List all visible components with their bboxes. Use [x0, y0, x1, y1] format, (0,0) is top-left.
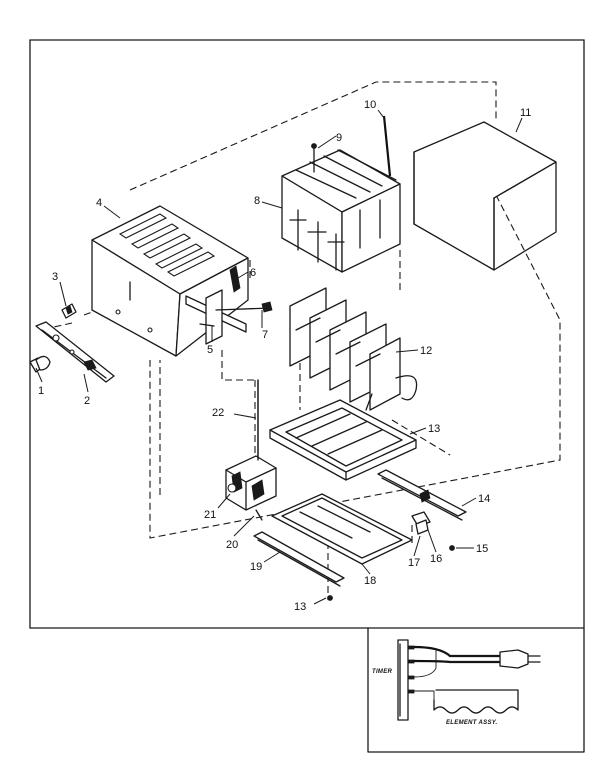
parts-5-6-7-lever-assembly — [185, 265, 273, 345]
callout-4: 4 — [96, 197, 102, 209]
callout-17: 17 — [408, 557, 420, 569]
callout-leader-lines — [35, 109, 523, 605]
part-19-bottom-rail — [253, 531, 345, 601]
callout-19: 19 — [250, 561, 262, 573]
part-2-control-plate — [35, 321, 115, 383]
wiring-inset: TIMER ELEMENT ASSY. — [367, 627, 585, 753]
part-13-base-frame — [269, 399, 417, 481]
callout-18: 18 — [364, 575, 376, 587]
callout-2: 2 — [84, 395, 90, 407]
timer-label: TIMER — [372, 669, 393, 675]
callout-1: 1 — [38, 385, 44, 397]
part-14-side-rail — [377, 469, 467, 521]
part-3-clip — [61, 303, 77, 319]
part-11-outer-wrap — [413, 121, 557, 271]
part-18-crumb-tray — [271, 493, 413, 565]
callout-8: 8 — [254, 195, 260, 207]
callout-6: 6 — [250, 267, 256, 279]
callout-5: 5 — [207, 344, 213, 356]
callout-20: 20 — [226, 539, 238, 551]
callout-16: 16 — [430, 553, 442, 565]
callout-labels: 1 2 3 4 5 6 7 8 9 10 11 12 13 14 15 16 1… — [38, 99, 531, 613]
callout-3: 3 — [52, 271, 58, 283]
part-9-screw — [311, 143, 317, 173]
callout-12: 12 — [420, 345, 432, 357]
callout-13-upper: 13 — [428, 423, 440, 435]
callout-21: 21 — [204, 509, 216, 521]
parts-15-16-17-hardware — [411, 511, 455, 551]
callout-13-lower: 13 — [294, 601, 306, 613]
parts-20-21-timer-assembly — [225, 379, 277, 521]
callout-15: 15 — [476, 543, 488, 555]
part-4-outer-shell — [91, 205, 249, 357]
callout-22: 22 — [212, 407, 224, 419]
part-1-knob — [29, 355, 51, 373]
callout-9: 9 — [336, 132, 342, 144]
callout-14: 14 — [478, 493, 490, 505]
callout-11: 11 — [520, 107, 531, 119]
part-12-heating-elements — [289, 287, 418, 411]
callout-10: 10 — [364, 99, 376, 111]
part-8-inner-frame — [281, 149, 401, 273]
callout-7: 7 — [262, 329, 268, 341]
element-assembly-label: ELEMENT ASSY. — [446, 720, 497, 726]
diagram-frame — [29, 39, 585, 629]
part-10-rod — [382, 115, 392, 177]
